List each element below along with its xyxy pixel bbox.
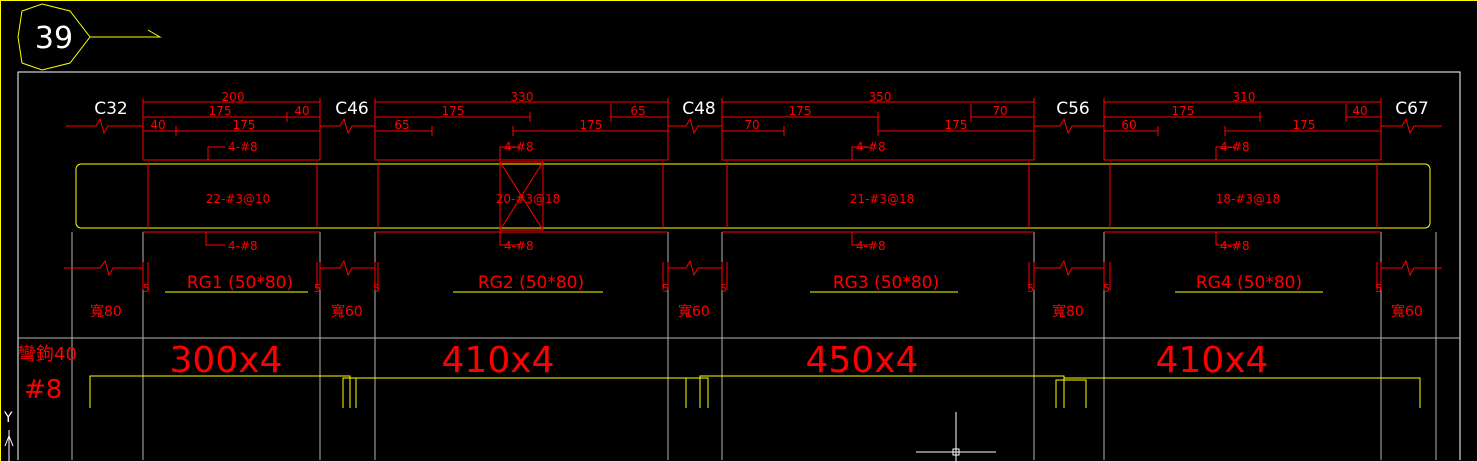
rebar-length: 410x4 [442, 340, 555, 381]
low-left-dim: 70 [744, 118, 759, 132]
column-width-labels: 寬80 寬60 寬60 寬80 寬60 [90, 303, 1423, 320]
detail-frame [17, 71, 1461, 460]
top-right-dim: 70 [992, 104, 1007, 118]
span1-dims [142, 98, 321, 246]
stirrup-label: 18-#3@18 [1216, 192, 1281, 206]
bar-size-note: #8 [24, 375, 62, 405]
span4-dims [1103, 98, 1382, 246]
stirrup-label: 20-#3@18 [496, 192, 561, 206]
gap-label: 5 [143, 282, 150, 295]
beam-label: RG1 (50*80) [187, 273, 293, 293]
rebar-length: 300x4 [170, 340, 283, 381]
opening-cross [499, 161, 544, 231]
span2-text: 330 175 65 65 175 4-#8 4-#8 20-#3@18 [394, 90, 645, 253]
span4-text: 310 175 40 60 175 4-#8 4-#8 18-#3@18 [1121, 90, 1367, 253]
column-width: 寬60 [678, 303, 710, 320]
top-dim: 310 [1233, 90, 1256, 104]
break-lines [64, 117, 1442, 277]
column-labels: C32 C46 C48 C56 C67 [94, 99, 1429, 119]
grid-bubble [17, 3, 91, 71]
bottom-bar-label: 4-#8 [228, 239, 258, 253]
span2-dims [374, 98, 669, 246]
low-left-dim: 40 [150, 118, 165, 132]
stirrup-label: 22-#3@10 [206, 192, 271, 206]
column-width: 寬80 [90, 303, 122, 320]
column-label: C67 [1395, 99, 1429, 119]
gap-label: 5 [1103, 282, 1110, 295]
bottom-bar-label: 4-#8 [856, 239, 886, 253]
span3-dims [721, 98, 1035, 246]
column-width: 寬60 [1391, 303, 1423, 320]
span3-text: 350 175 70 70 175 4-#8 4-#8 21-#3@18 [744, 90, 1007, 253]
rebar-shapes [89, 375, 1421, 408]
low-right-dim: 175 [233, 118, 256, 132]
beam-label: RG2 (50*80) [478, 273, 584, 293]
bottom-bar-label: 4-#8 [504, 239, 534, 253]
beam-labels: RG1 (50*80) RG2 (50*80) RG3 (50*80) RG4 … [187, 273, 1302, 293]
top-bar-label: 4-#8 [1220, 140, 1250, 154]
beam-dividers [147, 164, 1378, 228]
top-left-dim: 175 [442, 104, 465, 118]
bottom-bar-label: 4-#8 [1220, 239, 1250, 253]
gap-label: 5 [720, 282, 727, 295]
top-right-dim: 40 [294, 104, 309, 118]
support-gap-labels: 5 5 5 5 5 5 5 5 [143, 282, 1382, 295]
rebar-length: 410x4 [1156, 340, 1269, 381]
support-ticks [142, 262, 1382, 290]
crosshair-cursor [916, 412, 996, 462]
top-bar-label: 4-#8 [856, 140, 886, 154]
grid-number: 39 [35, 21, 73, 56]
low-right-dim: 175 [580, 118, 603, 132]
column-width: 寬80 [1052, 303, 1084, 320]
column-label: C48 [682, 99, 716, 119]
low-left-dim: 65 [394, 118, 409, 132]
ucs-y-label: Y [3, 410, 13, 426]
top-left-dim: 175 [789, 104, 812, 118]
top-dim: 200 [222, 90, 245, 104]
top-bar-label: 4-#8 [228, 140, 258, 154]
hook-note: 彎鉤40 [18, 344, 77, 365]
top-right-dim: 65 [630, 104, 645, 118]
grid-leader [90, 29, 162, 38]
top-left-dim: 175 [209, 104, 232, 118]
column-label: C46 [335, 99, 369, 119]
low-right-dim: 175 [945, 118, 968, 132]
top-dim: 330 [511, 90, 534, 104]
span1-text: 200 175 40 40 175 4-#8 4-#8 22-#3@10 [150, 90, 309, 253]
beam-label: RG4 (50*80) [1196, 273, 1302, 293]
gap-label: 5 [373, 282, 380, 295]
beam-label: RG3 (50*80) [833, 273, 939, 293]
column-label: C56 [1056, 99, 1090, 119]
column-width: 寬60 [331, 303, 363, 320]
gap-label: 5 [1027, 282, 1034, 295]
gap-label: 5 [314, 282, 321, 295]
gap-label: 5 [662, 282, 669, 295]
stirrup-label: 21-#3@18 [850, 192, 915, 206]
top-left-dim: 175 [1172, 104, 1195, 118]
rebar-length-labels: 300x4 410x4 450x4 410x4 [170, 340, 1269, 381]
low-right-dim: 175 [1293, 118, 1316, 132]
ucs-icon [4, 430, 14, 462]
rebar-length: 450x4 [806, 340, 919, 381]
beam-outline [75, 163, 1431, 229]
low-left-dim: 60 [1121, 118, 1136, 132]
column-label: C32 [94, 99, 128, 119]
gap-label: 5 [1375, 282, 1382, 295]
top-bar-label: 4-#8 [504, 140, 534, 154]
top-right-dim: 40 [1352, 104, 1367, 118]
top-dim: 350 [869, 90, 892, 104]
